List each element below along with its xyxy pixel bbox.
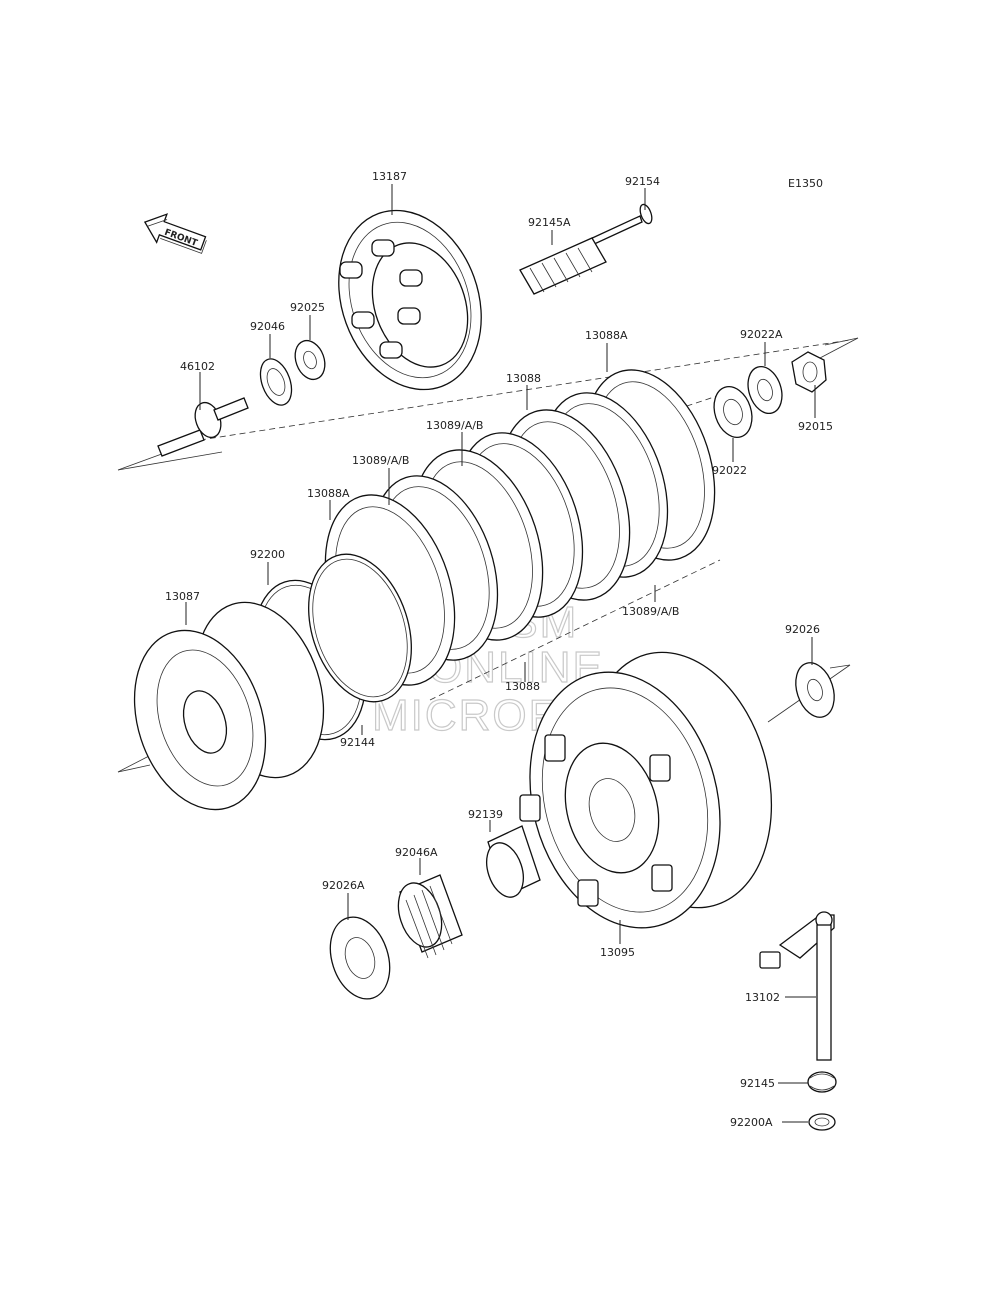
part-92022-washer xyxy=(713,386,753,438)
part-13095-clutch-housing xyxy=(519,651,773,929)
label-92154: 92154 xyxy=(625,175,660,188)
clutch-plate-stack xyxy=(324,369,716,686)
label-92046A: 92046A xyxy=(395,846,438,859)
label-46102: 46102 xyxy=(180,360,215,373)
part-92145-spring xyxy=(807,1071,837,1093)
label-92200: 92200 xyxy=(250,548,285,561)
part-92154-bolt xyxy=(587,203,653,247)
part-92144-ring xyxy=(308,553,412,703)
label-92046: 92046 xyxy=(250,320,285,333)
part-13087-clutch-hub xyxy=(133,601,325,811)
label-13187: 13187 xyxy=(372,170,407,183)
label-92144: 92144 xyxy=(340,736,375,749)
label-13088A-top: 13088A xyxy=(585,329,628,342)
label-13088-top: 13088 xyxy=(506,372,541,385)
part-13187-pressure-plate xyxy=(338,209,482,391)
label-92145A: 92145A xyxy=(528,216,571,229)
label-13088A-left: 13088A xyxy=(307,487,350,500)
label-13088-bottom: 13088 xyxy=(505,680,540,693)
leader-lines xyxy=(185,184,816,1123)
diagram-code: E1350 xyxy=(788,177,823,190)
label-92200A: 92200A xyxy=(730,1116,773,1129)
label-92026A: 92026A xyxy=(322,879,365,892)
label-13089AB-2: 13089/A/B xyxy=(352,454,409,467)
part-92145A-spring xyxy=(519,237,607,295)
part-92015-nut xyxy=(791,351,827,393)
front-arrow-icon: FRONT xyxy=(143,213,207,254)
label-13102: 13102 xyxy=(745,991,780,1004)
label-13095: 13095 xyxy=(600,946,635,959)
label-92025: 92025 xyxy=(290,301,325,314)
label-92139: 92139 xyxy=(468,808,503,821)
label-13089AB-1: 13089/A/B xyxy=(426,419,483,432)
part-46102-push-rod xyxy=(157,397,249,457)
part-92046-bearing xyxy=(259,358,293,406)
part-92200A-ring xyxy=(808,1113,836,1131)
label-92022: 92022 xyxy=(712,464,747,477)
part-92026A-washer xyxy=(329,916,391,1000)
label-92145: 92145 xyxy=(740,1077,775,1090)
part-92139-sleeve xyxy=(486,825,541,898)
label-92026: 92026 xyxy=(785,623,820,636)
part-13102-release-shaft xyxy=(759,911,835,1061)
part-92022A-washer xyxy=(747,365,783,415)
label-92015: 92015 xyxy=(798,420,833,433)
part-92046A-needle-bearing xyxy=(397,874,463,959)
label-92022A: 92022A xyxy=(740,328,783,341)
part-labels: 13187 92154 92145A 92025 92046 46102 130… xyxy=(165,170,833,1129)
label-13089AB-3: 13089/A/B xyxy=(622,605,679,618)
part-92026-washer xyxy=(795,662,835,718)
label-13087: 13087 xyxy=(165,590,200,603)
part-92025-washer xyxy=(294,339,326,381)
